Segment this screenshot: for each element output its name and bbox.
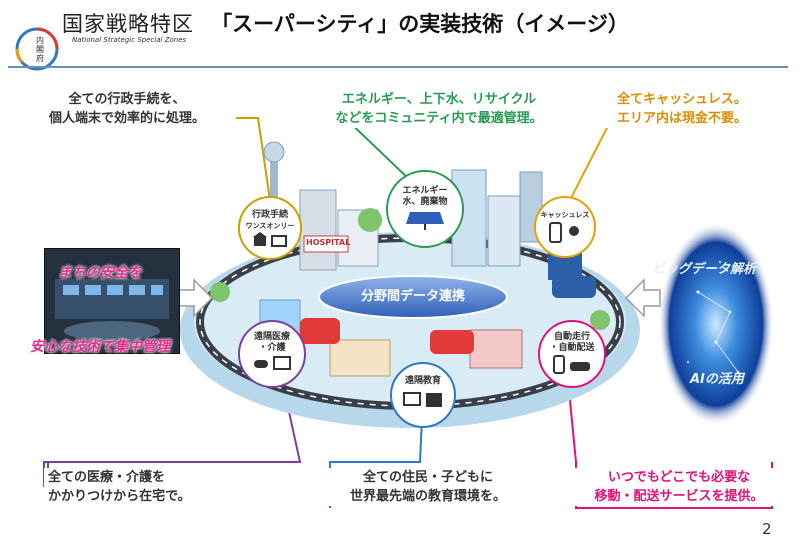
hospital-sign: HOSPITAL — [306, 238, 351, 247]
node-medical-sub: ・介護 — [258, 343, 286, 353]
connector-cash — [569, 121, 700, 201]
safety-label-top: まちの安全を — [58, 265, 142, 281]
phone-car-icon — [553, 355, 590, 374]
bigdata-galaxy-image — [658, 222, 774, 426]
page-title: 「スーパーシティ」の実装技術（イメージ） — [211, 12, 629, 36]
node-admin: 行政手続 ワンスオンリー — [238, 196, 302, 260]
callout-cash-line2: エリア内は現金不要。 — [616, 111, 747, 126]
callout-energy-line1: エネルギー、上下水、リサイクル — [341, 92, 537, 107]
logo-subtext: National Strategic Special Zones — [72, 36, 187, 44]
callout-medical-line1: 全ての医療・介護を — [48, 470, 166, 485]
callout-education-line1: 全ての住民・子どもに — [362, 470, 493, 485]
bigdata-label: ビッグデータ解析 — [652, 262, 757, 277]
data-hub-ellipse — [318, 275, 508, 319]
control-room-image — [44, 248, 180, 354]
logo-text: 国家戦略特区 — [62, 12, 194, 36]
arrow-left — [624, 278, 661, 318]
node-mobility-title: 自動走行 — [553, 332, 590, 342]
page-number: 2 — [762, 520, 772, 538]
seal-text: 内閣府 — [36, 36, 44, 63]
callout-admin: 全ての行政手続を、 個人端末で効率的に処理。 — [18, 90, 236, 128]
callout-admin-line2: 個人端末で効率的に処理。 — [48, 111, 205, 126]
callout-cash-line1: 全てキャッシュレス。 — [617, 92, 747, 107]
node-education: 遠隔教育 — [390, 362, 456, 428]
cabinet-office-seal — [15, 27, 59, 71]
node-mobility-sub: ・自動配送 — [549, 343, 595, 353]
callout-energy: エネルギー、上下水、リサイクル などをコミュニティ内で最適管理。 — [300, 90, 578, 128]
callout-admin-line1: 全ての行政手続を、 — [68, 92, 186, 107]
hub-label: 分野間データ連携 — [360, 289, 465, 304]
node-admin-sub: ワンスオンリー — [245, 222, 295, 230]
connector-admin — [228, 117, 271, 201]
callout-mobility: いつでもどこでも必要な 移動・配送サービスを提供。 — [560, 468, 798, 506]
callout-mobility-line1: いつでもどこでも必要な — [607, 470, 751, 485]
government-pc-icon — [253, 232, 287, 247]
node-medical-title: 遠隔医療 — [253, 332, 290, 342]
callout-medical-line2: かかりつけから在宅で。 — [48, 489, 191, 504]
node-energy: エネルギー 水、廃棄物 — [386, 170, 464, 248]
callout-energy-line2: などをコミュニティ内で最適管理。 — [335, 111, 543, 126]
node-energy-sub: 水、廃棄物 — [402, 197, 448, 207]
title-divider — [8, 66, 788, 68]
arrow-right — [177, 278, 214, 318]
node-cash: キャッシュレス — [534, 196, 596, 258]
solar-panel-icon — [406, 212, 444, 230]
callout-education-line2: 世界最先端の教育環境を。 — [349, 489, 506, 504]
pill-monitor-icon — [254, 356, 291, 370]
node-mobility: 自動走行 ・自動配送 — [538, 320, 606, 388]
node-admin-title: 行政手続 — [251, 210, 288, 220]
smartphone-payment-icon — [549, 222, 579, 243]
node-education-title: 遠隔教育 — [404, 376, 441, 386]
school-monitor-icon — [403, 392, 442, 407]
safety-label-bottom: 安心な技術で集中管理 — [30, 339, 170, 355]
callout-mobility-line2: 移動・配送サービスを提供。 — [594, 489, 764, 504]
callout-medical: 全ての医療・介護を かかりつけから在宅で。 — [44, 468, 252, 506]
callout-cash: 全てキャッシュレス。 エリア内は現金不要。 — [578, 90, 786, 128]
callout-education: 全ての住民・子どもに 世界最先端の教育環境を。 — [324, 468, 532, 506]
node-energy-title: エネルギー — [402, 186, 448, 196]
node-medical: 遠隔医療 ・介護 — [238, 320, 306, 388]
node-cash-title: キャッシュレス — [540, 211, 590, 219]
ai-label: AIの活用 — [690, 372, 744, 387]
